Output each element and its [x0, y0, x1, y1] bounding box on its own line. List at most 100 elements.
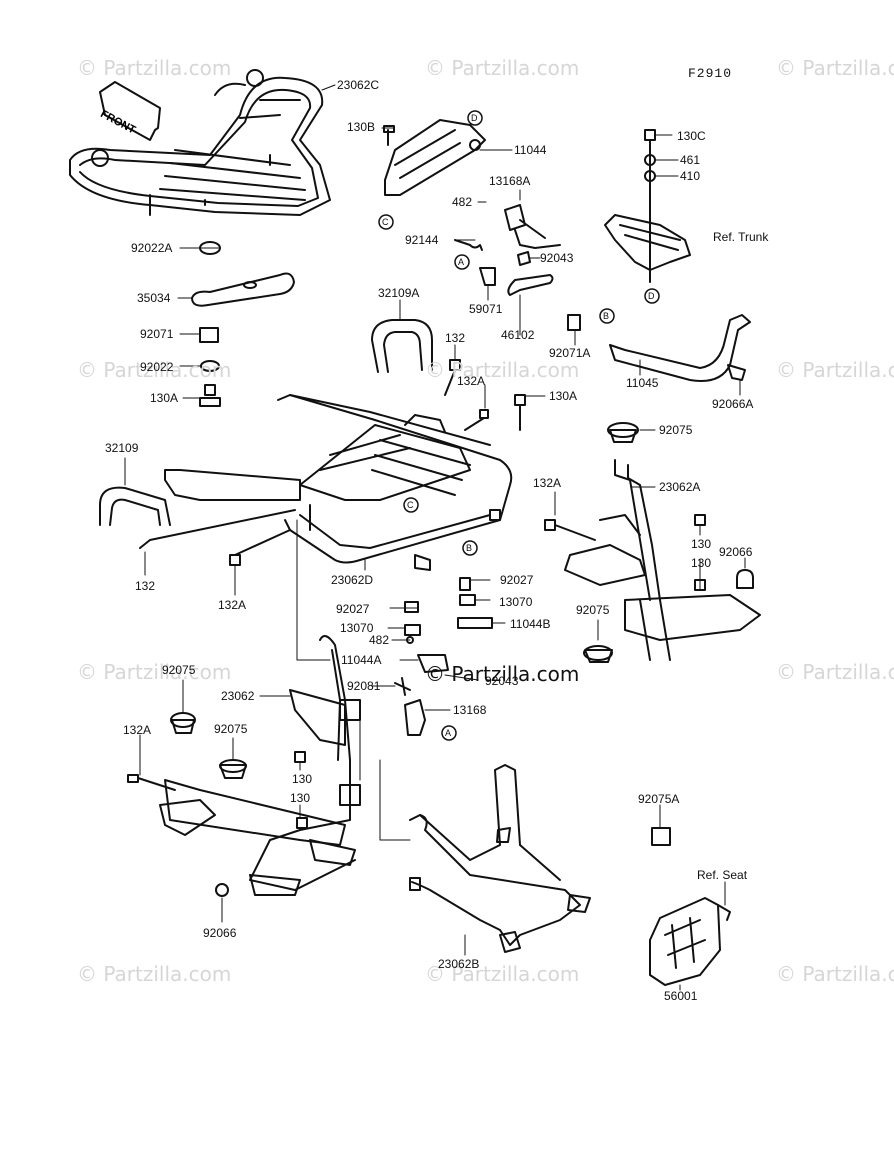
- ref-trunk-label: Ref. Trunk: [713, 230, 769, 244]
- part-label: 32109: [105, 441, 139, 455]
- trunk-ref-bracket: [604, 214, 691, 271]
- part-label: 92066: [719, 545, 753, 559]
- main-rack-23062d: [277, 394, 513, 571]
- part-label: 13070: [499, 595, 533, 609]
- stay-23062: [127, 635, 361, 897]
- part-label: 92066A: [712, 397, 754, 411]
- part-label: 92081: [347, 679, 381, 693]
- part-label: 46102: [501, 328, 535, 342]
- part-label: 92022A: [131, 241, 173, 255]
- figure-code: F2910: [688, 66, 733, 81]
- part-label: 130A: [150, 391, 179, 405]
- ref-seat-label: Ref. Seat: [697, 868, 748, 882]
- part-label: 92075: [659, 423, 693, 437]
- part-label: 32109A: [378, 286, 420, 300]
- part-label: 130: [691, 537, 712, 551]
- part-label: 23062C: [337, 78, 380, 92]
- hardware-130c-461-410: [644, 129, 656, 283]
- small-parts-left: [191, 241, 295, 407]
- latch-13168: [404, 699, 426, 736]
- rear-rail-11045: [567, 314, 751, 382]
- part-label: 59071: [469, 302, 503, 316]
- part-label: 92043: [540, 251, 574, 265]
- part-label: 130A: [549, 389, 578, 403]
- watermark: © Partzilla.com: [77, 660, 232, 684]
- part-label: 11045: [626, 376, 659, 390]
- part-label: 23062A: [659, 480, 701, 494]
- watermark: © Partzilla.com: [776, 962, 894, 986]
- part-label: 410: [680, 169, 701, 183]
- latch-assembly-top: [454, 204, 561, 296]
- part-label: 92075: [162, 663, 196, 677]
- part-label: 92066: [203, 926, 237, 940]
- center-watermark: © Partzilla.com: [425, 662, 580, 686]
- watermark: © Partzilla.com: [77, 56, 232, 80]
- part-label: 132: [135, 579, 156, 593]
- callout-c: C: [382, 217, 389, 227]
- watermark: © Partzilla.com: [77, 962, 232, 986]
- part-label: 92071A: [549, 346, 591, 360]
- grab-bar-32109a: [371, 319, 433, 373]
- part-label: 56001: [664, 989, 698, 1003]
- part-label: 23062: [221, 689, 255, 703]
- callout-d: D: [648, 291, 655, 301]
- callout-b: B: [466, 543, 473, 553]
- part-label: 92075: [576, 603, 610, 617]
- callout-a: A: [445, 728, 452, 738]
- stay-23062b: [409, 764, 591, 953]
- grab-bar-32109: [99, 486, 171, 526]
- part-label: 92071: [140, 327, 174, 341]
- part-label: 130: [292, 772, 313, 786]
- bolt-132-top: [444, 359, 526, 431]
- part-label: 132A: [218, 598, 247, 612]
- part-label: 132: [445, 331, 466, 345]
- part-label: 92027: [500, 573, 534, 587]
- part-label: 11044: [514, 143, 547, 157]
- part-label: 92027: [336, 602, 370, 616]
- part-label: 11044A: [341, 653, 382, 667]
- part-label: 132A: [123, 723, 152, 737]
- callout-c: C: [407, 500, 414, 510]
- part-label: 23062B: [438, 957, 480, 971]
- part-label: 461: [680, 153, 701, 167]
- part-label: 130: [290, 791, 311, 805]
- part-label: 13070: [340, 621, 374, 635]
- seat-part-56001: [649, 827, 731, 986]
- part-label: 482: [369, 633, 390, 647]
- callout-b: B: [603, 311, 610, 321]
- part-label: 130: [691, 556, 712, 570]
- callout-a: A: [458, 257, 465, 267]
- front-arrow: [99, 81, 161, 141]
- part-label: 130C: [677, 129, 706, 143]
- stay-23062a: [544, 422, 761, 661]
- part-label: 92075: [214, 722, 248, 736]
- part-label: 92022: [140, 360, 174, 374]
- center-hardware: [394, 577, 613, 696]
- watermark: © Partzilla.com: [425, 962, 580, 986]
- front-rack-23062c: [69, 69, 331, 216]
- part-label: 132A: [457, 374, 486, 388]
- part-label: 92144: [405, 233, 439, 247]
- watermark: © Partzilla.com: [776, 56, 894, 80]
- watermark: © Partzilla.com: [77, 358, 232, 382]
- part-label: 130B: [347, 120, 376, 134]
- watermark: © Partzilla.com: [776, 358, 894, 382]
- part-label: 482: [452, 195, 473, 209]
- side-rail-left: [139, 469, 301, 566]
- part-label: 35034: [137, 291, 171, 305]
- watermark: © Partzilla.com: [425, 358, 580, 382]
- part-label: 13168: [453, 703, 487, 717]
- watermark: © Partzilla.com: [425, 56, 580, 80]
- leader-lines: [124, 84, 746, 991]
- watermark: © Partzilla.com: [776, 660, 894, 684]
- part-label: 13168A: [489, 174, 531, 188]
- bracket-11044: [383, 119, 486, 196]
- part-label: 23062D: [331, 573, 374, 587]
- callout-d: D: [471, 113, 478, 123]
- part-label: 11044B: [510, 617, 551, 631]
- callout-circles: [378, 110, 660, 741]
- part-label: 92075A: [638, 792, 680, 806]
- part-label: 132A: [533, 476, 562, 490]
